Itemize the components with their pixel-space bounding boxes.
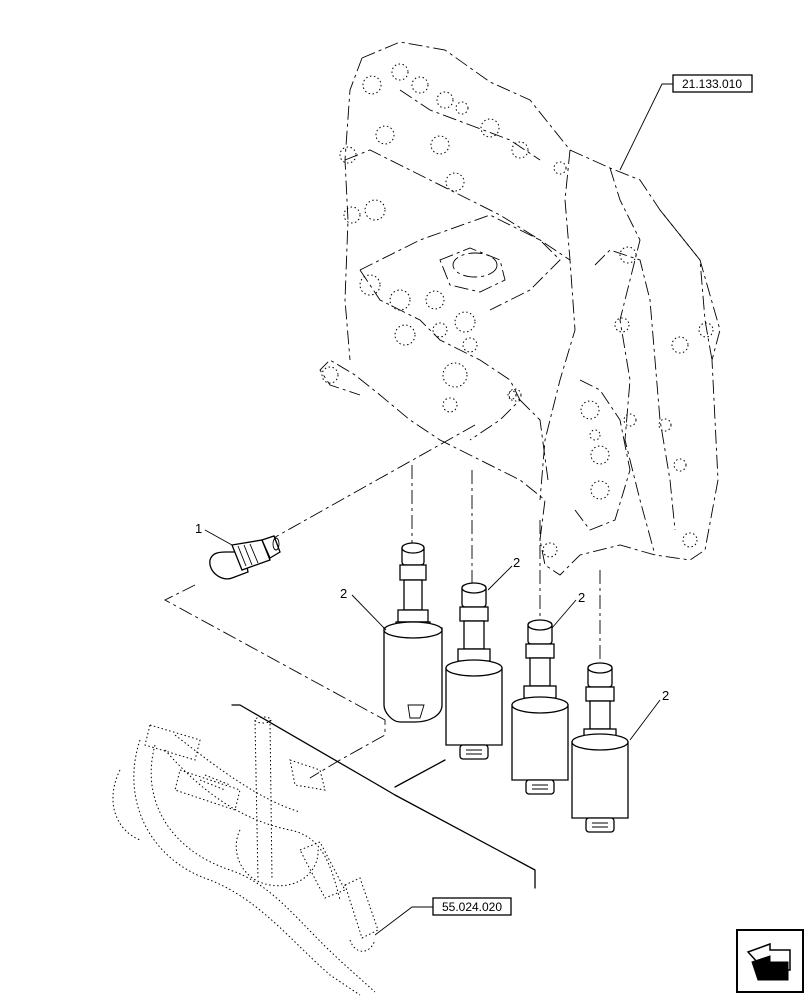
callout-2-d: 2 (662, 688, 669, 703)
next-page-arrow-icon[interactable] (736, 929, 804, 993)
solenoid-valve-d[interactable] (571, 662, 629, 833)
reference-box-bottom[interactable]: 55.024.020 (432, 897, 512, 916)
callout-2-c: 2 (578, 590, 585, 605)
callout-2-b: 2 (513, 555, 520, 570)
assembly-leaders (164, 424, 601, 779)
control-valve-housing (319, 41, 721, 576)
housing-bolts (321, 63, 714, 558)
valve-group-bracket (231, 704, 536, 889)
reference-box-top[interactable]: 21.133.010 (672, 74, 753, 93)
reference-bottom-label: 55.024.020 (442, 900, 502, 914)
solenoid-valve-a[interactable] (383, 542, 443, 723)
callout-2-a: 2 (340, 586, 347, 601)
callout-1: 1 (195, 521, 202, 536)
solenoid-valve-b[interactable] (445, 582, 503, 760)
reference-top-label: 21.133.010 (682, 77, 742, 91)
pressure-sensor[interactable] (209, 535, 281, 580)
wiring-harness (112, 716, 379, 996)
solenoid-valve-c[interactable] (511, 619, 569, 795)
